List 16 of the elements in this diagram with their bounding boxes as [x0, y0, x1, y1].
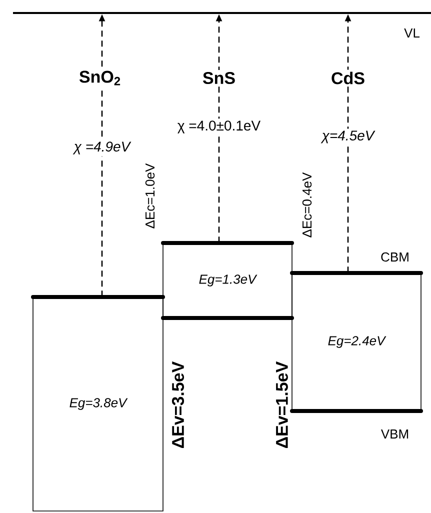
- edge-label: χ=4.5eV: [320, 128, 376, 146]
- offset-label: ΔEv=1.5eV: [274, 359, 290, 451]
- material-name: SnO$_{2}$: [76, 68, 124, 88]
- edge-label: χ =4.0±0.1eV: [175, 118, 263, 136]
- band-box: Eg=3.8eV: [31, 295, 165, 512]
- band-label: CBM: [381, 252, 408, 262]
- material-name: SnS: [200, 70, 238, 86]
- offset-label: ΔEc=0.4eV: [300, 170, 314, 240]
- material-name: CdS: [329, 70, 367, 86]
- offset-label: ΔEc=1.0eV: [143, 161, 157, 231]
- offset-label: ΔEv=3.5eV: [170, 359, 186, 451]
- band-box: Eg=2.4eV: [290, 271, 423, 413]
- band-label: VBM: [380, 430, 408, 438]
- band-label: VL: [404, 28, 420, 38]
- edge-label: χ =4.9eV: [72, 140, 132, 156]
- band-box: Eg=1.3eV: [161, 241, 294, 320]
